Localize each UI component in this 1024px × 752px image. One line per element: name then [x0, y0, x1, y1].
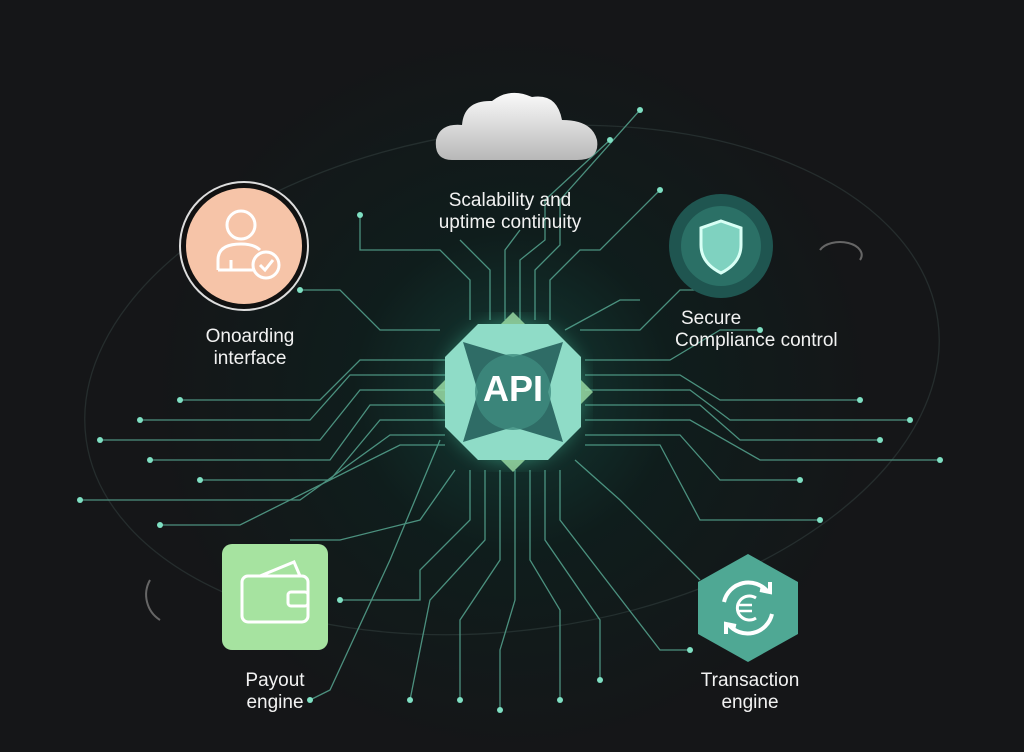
- payout-label-line1: Payout: [245, 670, 305, 691]
- onboarding-node[interactable]: [178, 180, 310, 312]
- transaction-label-line1: Transaction: [700, 670, 800, 691]
- cloud-icon: [435, 92, 598, 160]
- transaction-label-line2: engine: [721, 692, 779, 713]
- api-chip-shape: [433, 312, 593, 472]
- wallet-icon: [222, 544, 328, 650]
- compliance-node[interactable]: [668, 193, 774, 299]
- euro-exchange-icon: [698, 554, 798, 662]
- onboarding-label: Onoarding interface: [170, 326, 330, 370]
- api-hub[interactable]: API: [433, 312, 593, 472]
- cloud-label: Scalability and uptime continuity: [410, 190, 610, 234]
- transaction-label: Transaction engine: [670, 670, 830, 714]
- user-check-icon: [179, 181, 309, 311]
- payout-label-line2: engine: [246, 692, 304, 713]
- compliance-label-line2: Compliance control: [675, 330, 838, 351]
- cloud-label-line1: Scalability and: [448, 190, 572, 211]
- cloud-label-line2: uptime continuity: [438, 212, 582, 233]
- onboarding-label-line1: Onoarding: [205, 326, 295, 347]
- api-label: API: [482, 368, 543, 409]
- cloud-node[interactable]: [432, 85, 602, 165]
- onboarding-label-line2: interface: [213, 348, 287, 369]
- payout-node[interactable]: [222, 544, 328, 650]
- shield-icon: [669, 194, 773, 298]
- payout-label: Payout engine: [200, 670, 350, 714]
- transaction-node[interactable]: [694, 552, 802, 664]
- compliance-label: Secure Compliance control: [665, 308, 865, 352]
- compliance-label-line1: Secure: [681, 308, 742, 329]
